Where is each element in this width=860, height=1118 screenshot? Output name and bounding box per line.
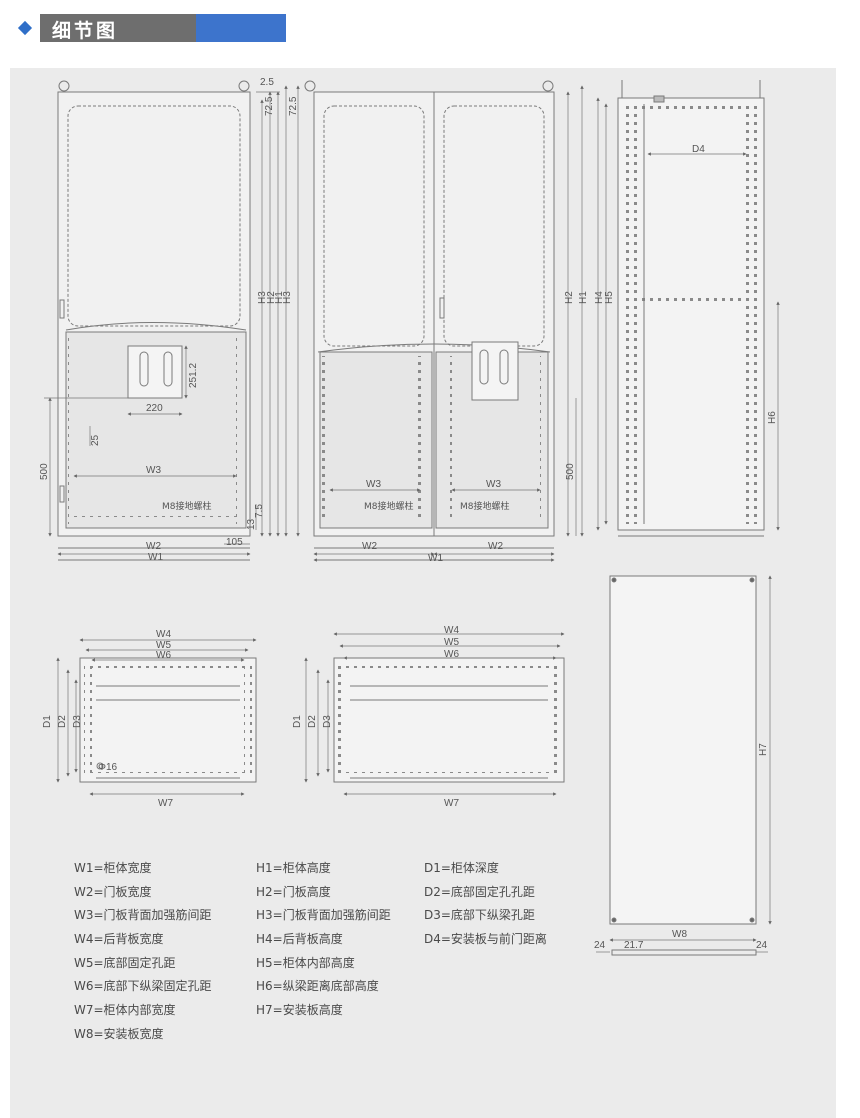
dim-label: 24 bbox=[756, 940, 768, 951]
legend-item: W7=柜体内部宽度 bbox=[74, 1003, 176, 1018]
dim-label: 2.5 bbox=[260, 77, 274, 88]
dim-label: W7 bbox=[444, 798, 459, 809]
dim-label: Φ16 bbox=[98, 762, 118, 773]
dim-label: W3 bbox=[146, 465, 161, 476]
mounting-hole-icon bbox=[96, 762, 104, 770]
legend-item: H4=后背板高度 bbox=[256, 932, 343, 947]
dim-label: H6 bbox=[767, 411, 778, 424]
front-view-single-door bbox=[57, 80, 251, 561]
legend-item: W4=后背板宽度 bbox=[74, 932, 164, 947]
dim-label: W2 bbox=[146, 541, 161, 552]
dim-label: H2 bbox=[266, 291, 277, 304]
dim-label: W2 bbox=[362, 541, 377, 552]
legend-item: D1=柜体深度 bbox=[424, 861, 499, 875]
dim-label: W3 bbox=[366, 479, 381, 490]
dim-label: 72.5 bbox=[288, 96, 299, 116]
legend-height-column: H1=柜体高度 H2=门板高度 H3=门板背面加强筋间距 H4=后背板高度 H5… bbox=[256, 860, 391, 1026]
dim-label: H4 bbox=[594, 291, 605, 304]
side-view bbox=[617, 80, 765, 537]
dim-label: D3 bbox=[322, 715, 333, 728]
cutaway-edge bbox=[65, 322, 247, 331]
dim-label: H1 bbox=[274, 291, 285, 304]
dim-label: D4 bbox=[692, 144, 705, 155]
title-bar: 细节图 bbox=[40, 14, 286, 42]
bolt-label: M8接地螺柱 bbox=[364, 500, 414, 512]
lifting-eye-icon bbox=[58, 80, 70, 92]
top-view-single bbox=[79, 657, 257, 783]
technical-drawing: 2.5 72.5 H3 H2 H1 H3 251.2 220 25 500 W3… bbox=[39, 77, 780, 956]
dim-label: D2 bbox=[307, 715, 318, 728]
dim-label: D1 bbox=[42, 715, 53, 728]
dim-label: D1 bbox=[292, 715, 303, 728]
drawing-panel: 2.5 72.5 H3 H2 H1 H3 251.2 220 25 500 W3… bbox=[10, 68, 836, 1118]
mounting-plate-cutout bbox=[127, 345, 183, 399]
dim-label: 7.5 bbox=[254, 504, 265, 518]
dim-label: H7 bbox=[758, 743, 769, 756]
legend-item: D3=底部下纵梁孔距 bbox=[424, 908, 535, 923]
legend-depth-column: D1=柜体深度 D2=底部固定孔孔距 D3=底部下纵梁孔距 D4=安装板与前门距… bbox=[424, 860, 547, 955]
legend-width-column: W1=柜体宽度 W2=门板宽度 W3=门板背面加强筋间距 W4=后背板宽度 W5… bbox=[74, 860, 212, 1050]
dim-label: 13 bbox=[246, 518, 257, 530]
dim-label: W3 bbox=[486, 479, 501, 490]
dim-label: W4 bbox=[156, 629, 171, 640]
legend-item: H2=门板高度 bbox=[256, 884, 331, 899]
dim-label: H3 bbox=[257, 291, 268, 304]
dim-label: 72.5 bbox=[264, 96, 275, 116]
legend-item: W3=门板背面加强筋间距 bbox=[74, 908, 212, 923]
legend-item: D4=安装板与前门距离 bbox=[424, 932, 547, 947]
legend: W1=柜体宽度 W2=门板宽度 W3=门板背面加强筋间距 W4=后背板宽度 W5… bbox=[74, 860, 594, 1050]
dim-label: 25 bbox=[90, 434, 101, 446]
legend-item: W2=门板宽度 bbox=[74, 884, 152, 899]
diamond-bullet-icon bbox=[17, 20, 33, 36]
lifting-eye-icon bbox=[542, 80, 554, 92]
front-view-double-door bbox=[304, 80, 555, 561]
door-rib-outline bbox=[67, 105, 241, 327]
dim-label: 21.7 bbox=[624, 940, 644, 951]
dim-label: H2 bbox=[564, 291, 575, 304]
dim-label: 105 bbox=[226, 537, 243, 548]
dim-label: 500 bbox=[39, 463, 50, 480]
legend-item: W6=底部下纵梁固定孔距 bbox=[74, 979, 212, 994]
dim-label: H5 bbox=[604, 291, 615, 304]
bolt-label: M8接地螺柱 bbox=[460, 500, 510, 512]
dim-label: W8 bbox=[672, 929, 687, 940]
side-frame bbox=[617, 97, 765, 531]
dim-label: 251.2 bbox=[188, 363, 199, 388]
legend-item: D2=底部固定孔孔距 bbox=[424, 884, 535, 899]
lifting-eye-icon bbox=[238, 80, 250, 92]
section-title: 细节图 bbox=[52, 20, 119, 42]
dim-label: H3 bbox=[282, 291, 293, 304]
dim-label: D2 bbox=[57, 715, 68, 728]
dim-label: W1 bbox=[428, 553, 443, 564]
dim-label: W5 bbox=[156, 640, 171, 651]
legend-item: W1=柜体宽度 bbox=[74, 861, 152, 875]
legend-item: W8=安装板宽度 bbox=[74, 1026, 164, 1041]
dim-label: 24 bbox=[594, 940, 606, 951]
dim-label: 500 bbox=[565, 463, 576, 480]
legend-item: H1=柜体高度 bbox=[256, 861, 331, 875]
legend-item: W5=底部固定孔距 bbox=[74, 955, 176, 970]
dim-label: W1 bbox=[148, 552, 163, 563]
legend-item: H3=门板背面加强筋间距 bbox=[256, 908, 391, 923]
dim-label: 220 bbox=[146, 403, 163, 414]
top-view-double bbox=[333, 657, 565, 783]
dim-label: W6 bbox=[444, 649, 459, 660]
bolt-label: M8接地螺柱 bbox=[162, 500, 212, 512]
dim-label: D3 bbox=[72, 715, 83, 728]
dim-label: W5 bbox=[444, 637, 459, 648]
dim-label: W2 bbox=[488, 541, 503, 552]
legend-item: H6=纵梁距离底部高度 bbox=[256, 979, 379, 994]
dim-label: H1 bbox=[578, 291, 589, 304]
section-header: 细节图 bbox=[0, 0, 860, 60]
dim-label: W4 bbox=[444, 625, 459, 636]
dim-label: W6 bbox=[156, 650, 171, 661]
legend-item: H5=柜体内部高度 bbox=[256, 955, 355, 970]
mounting-plate-cutout bbox=[471, 341, 519, 401]
dim-label: W7 bbox=[158, 798, 173, 809]
mounting-plate bbox=[609, 575, 757, 956]
legend-item: H7=安装板高度 bbox=[256, 1003, 343, 1018]
lifting-eye-icon bbox=[304, 80, 316, 92]
